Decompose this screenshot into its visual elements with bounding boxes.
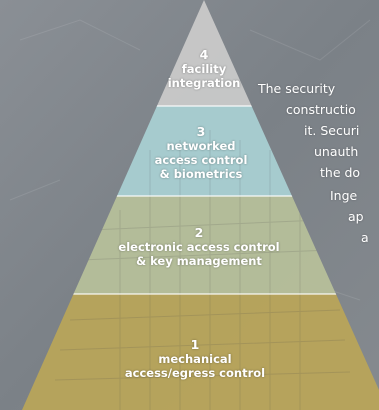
- side-text-line-8: a: [361, 230, 369, 245]
- tier-3-number: 3: [196, 124, 206, 139]
- tier-1-text-line-1: mechanical: [158, 352, 232, 366]
- tier-1-number: 1: [190, 337, 200, 352]
- side-text-line-2: constructio: [286, 102, 356, 117]
- side-text-line-1: The security: [258, 81, 336, 96]
- tier-2-text-line-2: & key management: [136, 254, 262, 268]
- tier-1-text-line-2: access/egress control: [124, 366, 266, 380]
- tier-3-text-line-3: & biometrics: [159, 167, 243, 181]
- side-text-line-4: unauth: [314, 144, 359, 159]
- side-text-line-5: the do: [320, 165, 361, 180]
- tier-4-text-line-1: facility: [181, 62, 227, 76]
- tier-1-band: [22, 294, 379, 410]
- side-text-line-6: Inge: [330, 188, 358, 203]
- tier-1-label: 1 mechanical access/egress control: [124, 337, 266, 381]
- tier-2-number: 2: [194, 225, 204, 240]
- tier-4-number: 4: [199, 47, 209, 62]
- side-text-line-7: ap: [348, 209, 364, 224]
- tier-4-label: 4 facility integration: [167, 47, 241, 91]
- tier-3-text-line-1: networked: [166, 139, 236, 153]
- tier-3-text-line-2: access control: [154, 153, 248, 167]
- tier-2-text-line-1: electronic access control: [118, 240, 280, 254]
- tier-3-label: 3 networked access control & biometrics: [154, 124, 248, 182]
- tier-4-text-line-2: integration: [167, 76, 241, 90]
- tier-2-label: 2 electronic access control & key manage…: [118, 225, 280, 269]
- side-text-line-3: it. Securi: [304, 123, 360, 138]
